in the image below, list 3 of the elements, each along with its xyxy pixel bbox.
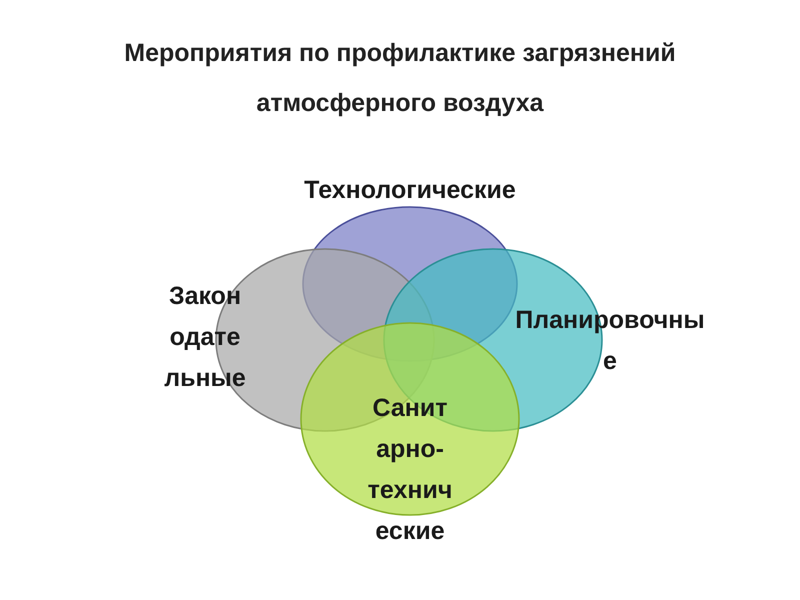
circle-label: Санитарно-технические [366, 393, 454, 547]
circle-label: Технологические [303, 175, 517, 206]
diagram-title: Мероприятия по профилактике загрязнений атмосферного воздуха [123, 38, 677, 119]
